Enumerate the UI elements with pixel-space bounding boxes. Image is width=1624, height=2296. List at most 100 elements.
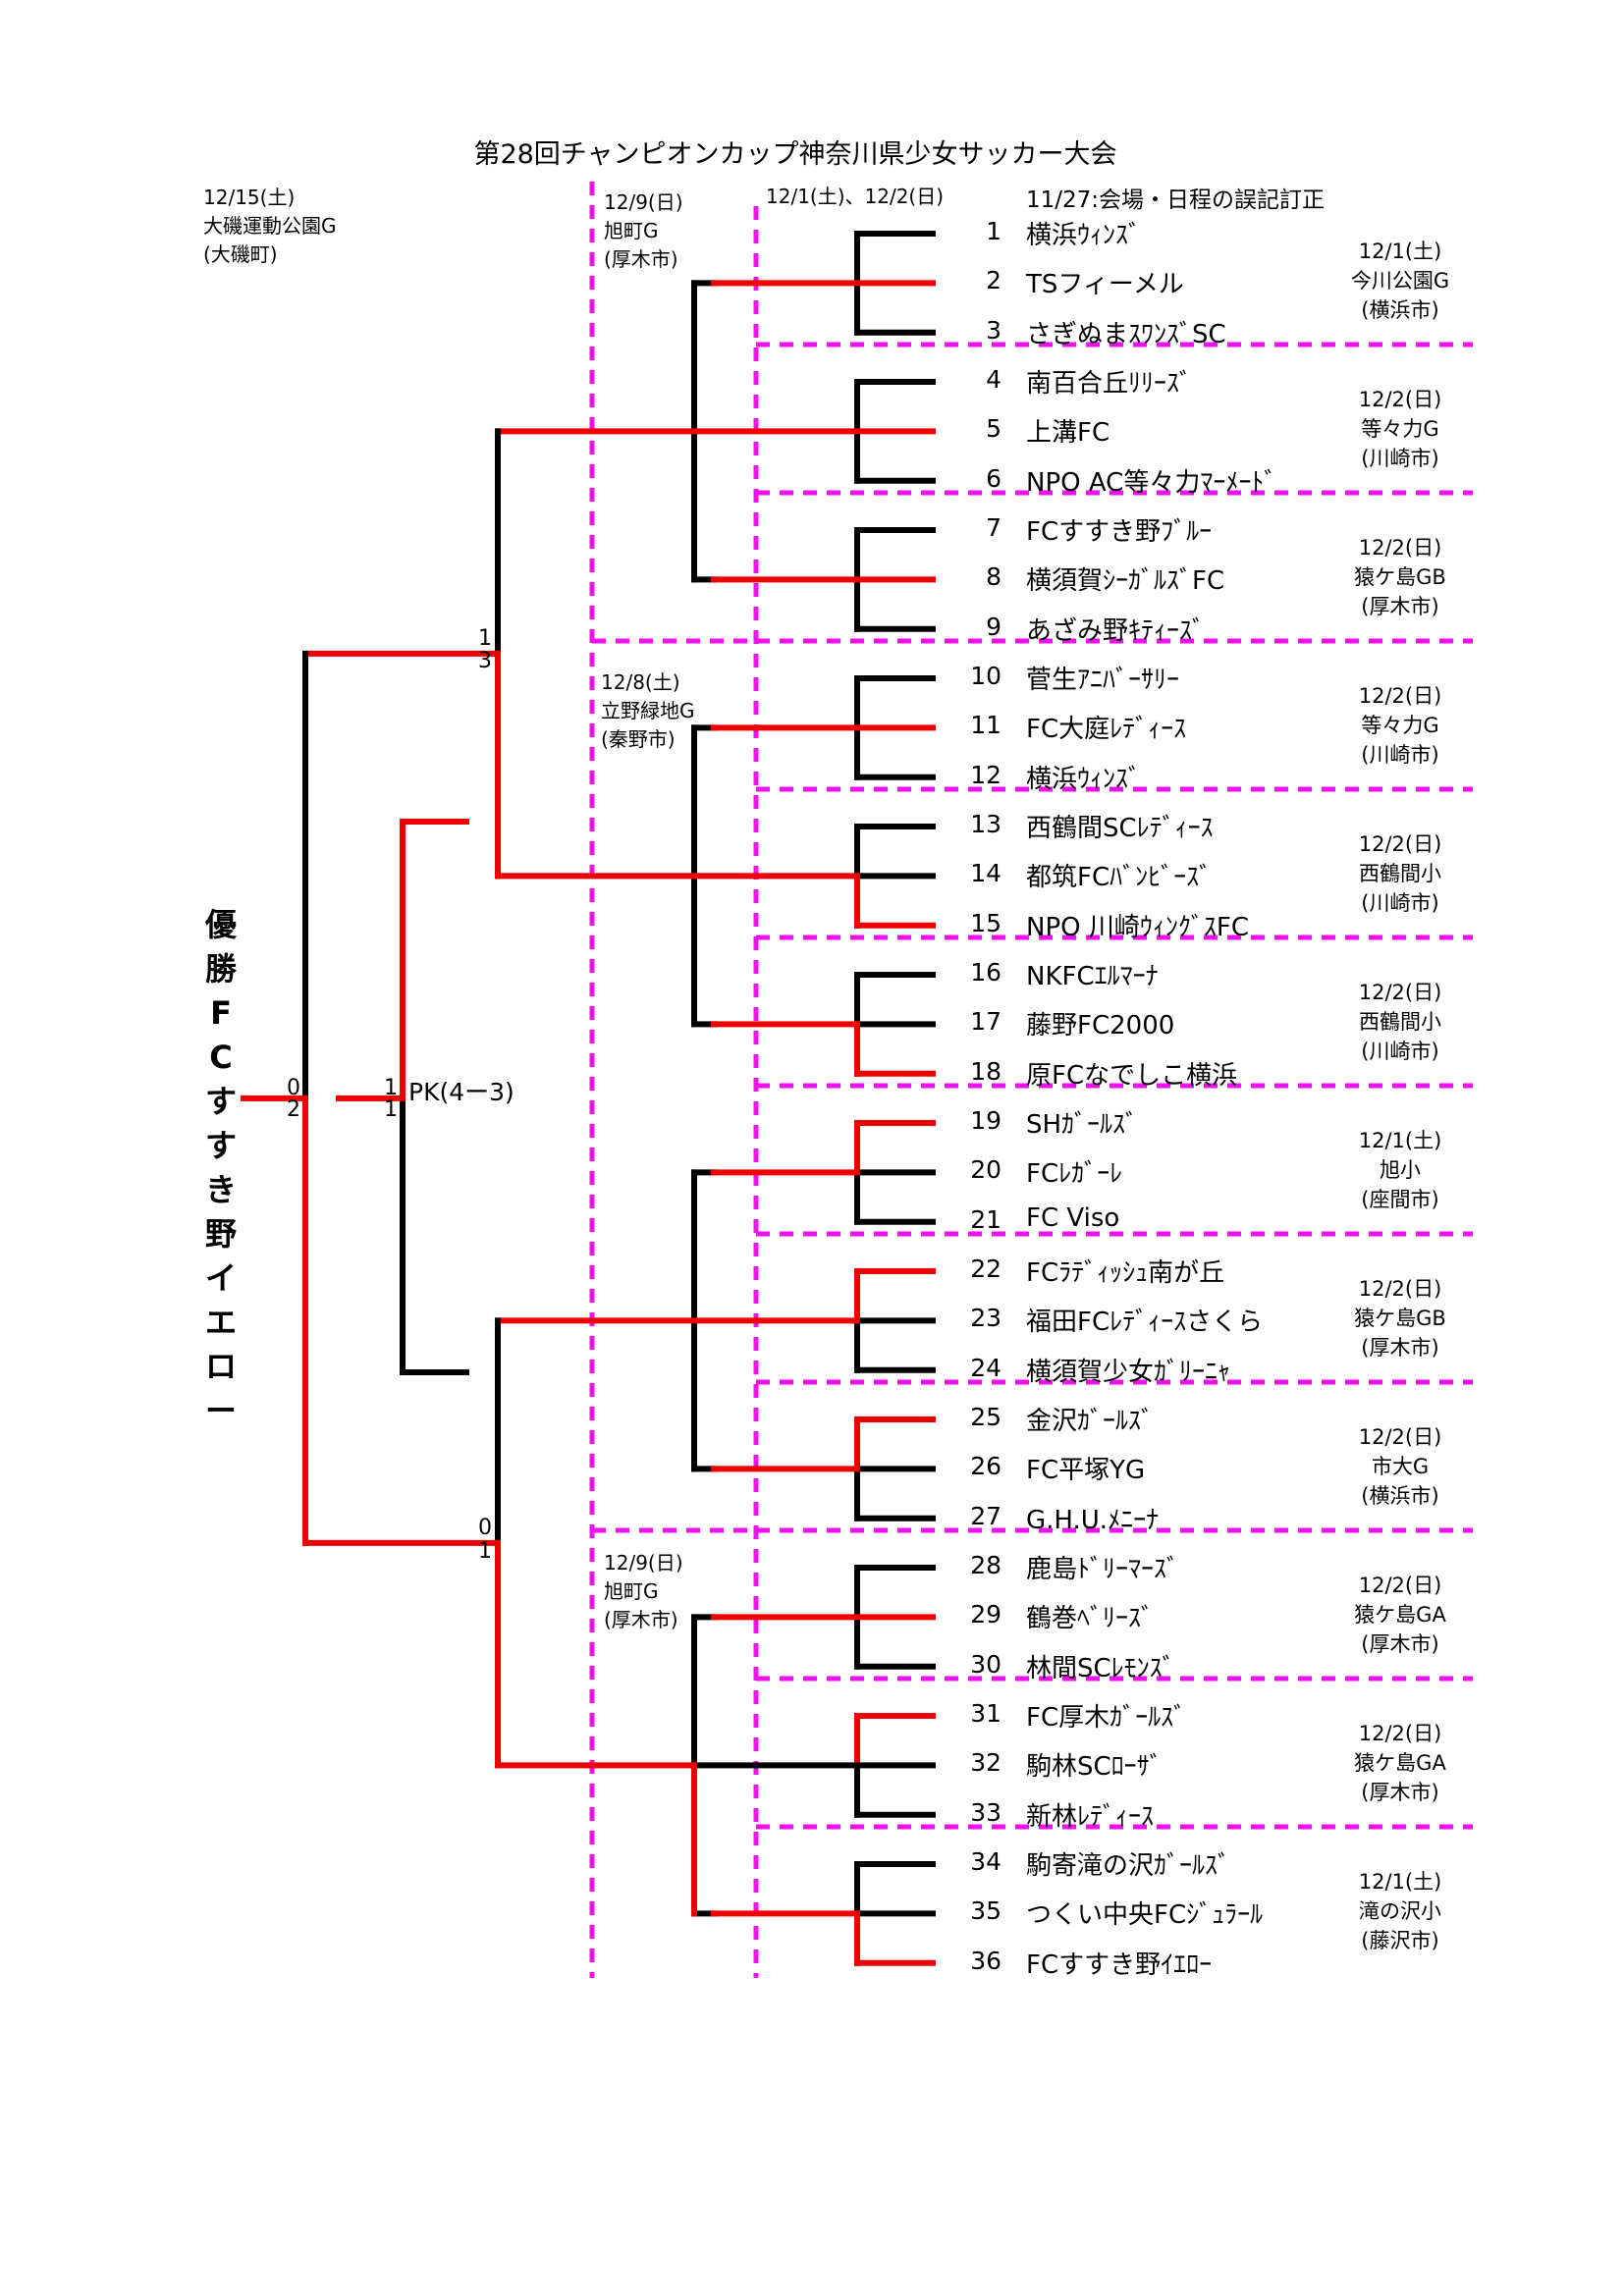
group-city: (川崎市)	[1361, 743, 1439, 768]
team-name: 横須賀ｼｰｶﾞﾙｽﾞFC	[1026, 566, 1225, 597]
team-number: 11	[970, 711, 1001, 740]
champion-char: 勝	[204, 950, 237, 988]
team-name: 西鶴間SCﾚﾃﾞｨｰｽ	[1026, 814, 1214, 843]
middle-r2-date: 12/8(土)	[601, 670, 680, 694]
champion-char: 野	[204, 1215, 237, 1253]
team-number: 21	[970, 1204, 1001, 1234]
team-name: 駒寄滝の沢ｶﾞｰﾙｽﾞ	[1026, 1851, 1231, 1881]
team-name: FCすすき野ｲｴﾛｰ	[1026, 1949, 1213, 1980]
team-name: さぎぬまｽﾜﾝｽﾞSC	[1026, 319, 1226, 349]
champion-char: イ	[204, 1259, 237, 1297]
group-date: 12/2(日)	[1358, 684, 1442, 709]
group-city: (横浜市)	[1361, 298, 1439, 323]
team-number: 14	[970, 859, 1001, 888]
group-venue-name: 西鶴間小	[1359, 862, 1441, 886]
group-city: (厚木市)	[1361, 1781, 1439, 1805]
group-city: (川崎市)	[1361, 447, 1439, 471]
semi-upper-score-bottom: 3	[478, 649, 492, 673]
champion-char: き	[204, 1171, 237, 1208]
semi-lower-score-bottom: 1	[478, 1539, 492, 1564]
champion-char: す	[204, 1127, 237, 1164]
team-number: 26	[970, 1452, 1001, 1481]
team-number: 35	[970, 1896, 1001, 1926]
team-number: 1	[986, 217, 1001, 245]
team-number: 8	[986, 562, 1001, 592]
team-name: 福田FCﾚﾃﾞｨｰｽさくら	[1026, 1308, 1264, 1338]
champion-char: F	[210, 994, 232, 1032]
group-venue: 12/2(日)西鶴間小(川崎市)	[1322, 978, 1479, 1066]
group-date: 12/2(日)	[1358, 536, 1442, 561]
group-city: (藤沢市)	[1361, 1929, 1439, 1953]
team-name: 横浜ｳｨﾝｽﾞ	[1026, 764, 1142, 794]
lower-r2-venue: 旭町G	[604, 1579, 659, 1603]
team-number: 12	[970, 760, 1001, 789]
group-venue-name: 猿ケ島GB	[1354, 565, 1446, 590]
team-number: 20	[970, 1155, 1001, 1185]
team-name: 鹿島ﾄﾞﾘｰﾏｰｽﾞ	[1026, 1555, 1180, 1584]
group-city: (座間市)	[1361, 1188, 1439, 1212]
team-number: 9	[986, 612, 1001, 641]
team-number: 16	[970, 958, 1001, 987]
team-number: 18	[970, 1056, 1001, 1086]
group-city: (厚木市)	[1361, 1632, 1439, 1657]
team-number: 29	[970, 1600, 1001, 1629]
group-date: 12/2(日)	[1358, 1722, 1442, 1746]
team-name: SHｶﾞｰﾙｽﾞ	[1026, 1110, 1139, 1140]
team-name: 鶴巻ﾍﾞﾘｰｽﾞ	[1026, 1604, 1155, 1634]
team-number: 10	[970, 662, 1001, 690]
champion-char: す	[204, 1083, 237, 1120]
team-name: あざみ野ｷﾃｨｰｽﾞ	[1026, 615, 1206, 646]
team-name: FC Viso	[1026, 1202, 1120, 1233]
semi-lower-score-top: 0	[478, 1516, 492, 1540]
team-name: 原FCなでしこ横浜	[1026, 1060, 1238, 1091]
team-number: 27	[970, 1501, 1001, 1530]
team-name: 南百合丘ﾘﾘｰｽﾞ	[1026, 369, 1193, 399]
team-name: 藤野FC2000	[1026, 1011, 1175, 1041]
middle-r2-venue-header: 12/8(土) 立野緑地G (秦野市)	[601, 668, 695, 754]
upper-r2-city: (厚木市)	[604, 247, 678, 271]
team-number: 23	[970, 1304, 1001, 1333]
team-number: 17	[970, 1007, 1001, 1037]
group-date: 12/1(土)	[1358, 1129, 1442, 1153]
team-name: FCﾗﾃﾞｨｯｼｭ南が丘	[1026, 1258, 1225, 1288]
team-number: 22	[970, 1255, 1001, 1283]
middle-r2-city: (秦野市)	[601, 727, 676, 751]
third-place-pk-score: PK(4ー3)	[408, 1078, 514, 1106]
team-name: 横浜ｳｨﾝｽﾞ	[1026, 221, 1142, 250]
group-venue-name: 等々力G	[1361, 714, 1439, 738]
lower-r2-venue-header: 12/9(日) 旭町G (厚木市)	[604, 1549, 683, 1634]
team-number: 4	[986, 365, 1001, 394]
final-score-top: 0	[287, 1076, 300, 1100]
team-number: 33	[970, 1797, 1001, 1827]
final-venue-header: 12/15(土) 大磯運動公園G (大磯町)	[203, 184, 337, 269]
group-venue-name: 西鶴間小	[1359, 1010, 1441, 1035]
team-number: 7	[986, 513, 1001, 542]
correction-note: 11/27:会場・日程の誤記訂正	[1026, 187, 1326, 213]
group-venue-name: 滝の沢小	[1359, 1899, 1441, 1924]
group-venue: 12/1(土) 滝の沢小 (藤沢市)	[1322, 1867, 1479, 1955]
final-date: 12/15(土)	[203, 186, 296, 209]
team-name: NKFCｴﾙﾏｰﾅ	[1026, 962, 1159, 991]
group-city: (横浜市)	[1361, 1484, 1439, 1509]
team-number: 30	[970, 1649, 1001, 1679]
team-number: 34	[970, 1847, 1001, 1876]
team-name: 駒林SCﾛｰｻﾞ	[1026, 1752, 1163, 1783]
third-place-score-top: 1	[384, 1076, 398, 1100]
team-name: 都筑FCﾊﾞﾝﾋﾞｰｽﾞ	[1026, 863, 1213, 893]
team-name: FC大庭ﾚﾃﾞｨｰｽ	[1026, 715, 1187, 745]
group-venue: 12/2(日)猿ケ島GB(厚木市)	[1322, 533, 1479, 621]
group-city: (厚木市)	[1361, 1336, 1439, 1361]
group-venue-name: 猿ケ島GA	[1354, 1751, 1446, 1776]
group-date: 12/1(土)	[1358, 1870, 1442, 1895]
third-place-score-bottom: 1	[384, 1097, 398, 1122]
team-number: 25	[970, 1403, 1001, 1431]
group-date: 12/2(日)	[1358, 832, 1442, 857]
upper-r2-venue-header: 12/9(日) 旭町G (厚木市)	[604, 188, 683, 274]
group-city: (川崎市)	[1361, 1040, 1439, 1064]
group-venue-name: 猿ケ島GA	[1354, 1603, 1446, 1628]
final-venue: 大磯運動公園G	[203, 214, 337, 238]
group-venue: 12/2(日) 猿ケ島GA (厚木市)	[1322, 1719, 1479, 1807]
champion-char: 優	[204, 906, 237, 943]
lower-r2-city: (厚木市)	[604, 1608, 678, 1631]
